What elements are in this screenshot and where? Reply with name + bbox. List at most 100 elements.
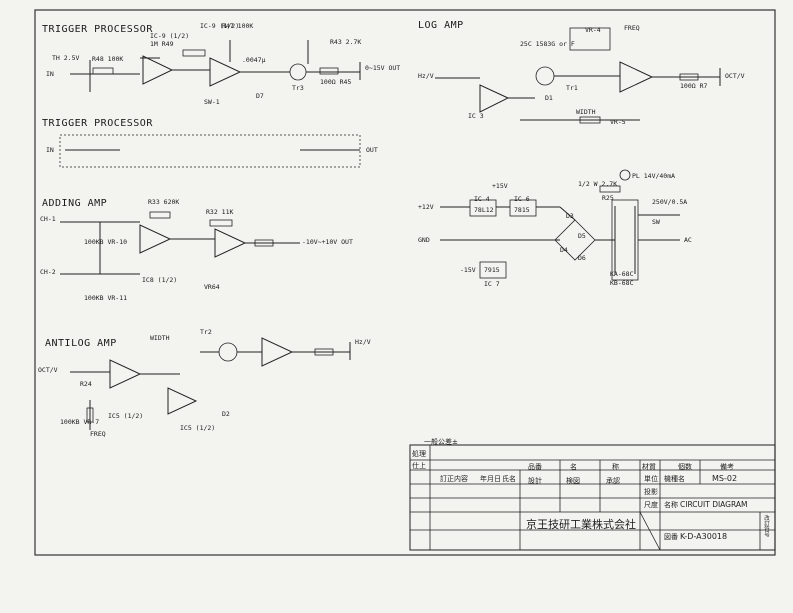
tb-material: 材質 — [642, 463, 656, 471]
transformer-label-a: KA-68C — [610, 270, 634, 278]
pilot-lamp-label: PL 14V/40mA — [632, 172, 676, 180]
port-trigger-in: IN — [46, 70, 54, 78]
tb-model: MS-02 — [712, 474, 738, 483]
label-7815: 7815 — [514, 206, 530, 214]
label-r7: 100Ω R7 — [680, 82, 708, 90]
tb-title: CIRCUIT DIAGRAM — [680, 500, 748, 509]
trigger-processor-2-circuit — [59, 134, 361, 168]
port-log-out: OCT/V — [725, 72, 745, 80]
port-antilog-out: Hz/V — [355, 338, 371, 346]
label-r49: 1M R49 — [150, 40, 174, 48]
port-ch1: CH-1 — [40, 215, 56, 223]
label-78l12: 78L12 — [474, 206, 494, 214]
label-vr64: VR64 — [204, 283, 220, 291]
label-half-w: 1/2 W 2.7K — [578, 180, 618, 188]
port-ps-minus15: -15V — [460, 266, 476, 274]
section-title-adding-amp: ADDING AMP — [42, 198, 108, 209]
label-vr10: 100KB VR-10 — [84, 238, 128, 246]
section-title-trigger-processor-2: TRIGGER PROCESSOR — [42, 118, 153, 129]
label-ic4: IC 4 — [474, 195, 490, 203]
label-r32: R32 11K — [206, 208, 234, 216]
antilog-amp-circuit — [70, 337, 351, 430]
label-sw: SW — [652, 218, 660, 226]
label-r33: R33 620K — [148, 198, 180, 206]
label-d6: D6 — [578, 254, 586, 262]
port-adding-out: -10V~+10V OUT — [302, 238, 353, 246]
tb-rev-name: 氏名 — [502, 475, 516, 483]
tb-rev-date: 年月日 — [480, 475, 501, 483]
label-7915: 7915 — [484, 266, 500, 274]
tb-count: 個数 — [678, 463, 692, 471]
tb-drawn: 設計 — [528, 477, 542, 485]
label-c2: .0047μ — [242, 56, 266, 64]
tb-projection: 投影 — [644, 488, 658, 496]
title-block-grid — [409, 444, 776, 551]
label-sw1: SW-1 — [204, 98, 220, 106]
tb-rev-content: 訂正内容 — [440, 475, 468, 483]
label-ic6: IC 6 — [514, 195, 530, 203]
tb-revision-label: 改訂符号 — [763, 515, 769, 537]
section-title-log-amp: LOG AMP — [418, 20, 464, 31]
label-th: TH 2.5V — [52, 54, 80, 62]
label-r43: R43 2.7K — [330, 38, 362, 46]
label-vr7: 100KB VR-7 — [60, 418, 100, 426]
power-supply-circuit — [440, 169, 680, 281]
tb-checked: 検図 — [566, 477, 580, 485]
label-freq-log: FREQ — [624, 24, 640, 32]
label-r48: R48 100K — [92, 55, 124, 63]
label-ic3: IC 3 — [468, 112, 484, 120]
section-title-antilog-amp: ANTILOG AMP — [45, 338, 117, 349]
label-ic8: IC8 (1/2) — [142, 276, 178, 284]
label-ic9a: IC-9 (1/2) — [150, 32, 190, 40]
label-freq-antilog: FREQ — [90, 430, 106, 438]
tb-name: 名 — [570, 463, 577, 471]
label-vr4: VR-4 — [585, 26, 601, 34]
label-ic5a: IC5 (1/2) — [108, 412, 144, 420]
label-ic9b: IC-9 (1/2) — [200, 22, 240, 30]
log-amp-circuit — [435, 27, 721, 124]
adding-amp-circuit — [60, 211, 300, 275]
label-vr11: 100KB VR-11 — [84, 294, 128, 302]
label-ic5b: IC5 (1/2) — [180, 424, 216, 432]
label-d3: D3 — [566, 212, 574, 220]
port-ch2: CH-2 — [40, 268, 56, 276]
port-trigger-out: 0~15V OUT — [365, 64, 401, 72]
tb-unit: 単位 — [644, 475, 658, 483]
tb-name-label: 名称 — [664, 501, 678, 509]
label-d5: D5 — [578, 232, 586, 240]
port-ps-gnd: GND — [418, 236, 430, 244]
tb-drawing-no: K-D-A30018 — [680, 532, 728, 541]
tb-model-label: 機種名 — [664, 475, 685, 483]
tb-drawing-no-label: 図番 — [664, 533, 678, 541]
transformer-label-b: KB-68C — [610, 279, 634, 287]
trigger-processor-1-circuit — [70, 40, 361, 92]
label-d4: D4 — [560, 246, 568, 254]
label-r45: 100Ω R45 — [320, 78, 352, 86]
tb-qty: 称 — [612, 463, 619, 471]
label-d7: D7 — [256, 92, 264, 100]
port-log-in: Hz/V — [418, 72, 434, 80]
port-trigger2-out: OUT — [366, 146, 378, 154]
label-ic7: IC 7 — [484, 280, 500, 288]
label-tr2: Tr2 — [200, 328, 212, 336]
label-r24: R24 — [80, 380, 92, 388]
sheet-border — [34, 9, 776, 556]
label-d1: D1 — [545, 94, 553, 102]
label-25c: 25C 1583G or F — [520, 40, 575, 48]
tb-item: 品番 — [528, 463, 542, 471]
tb-company: 京王技研工業株式会社 — [526, 518, 636, 531]
tb-treat: 処理 — [412, 450, 426, 458]
tb-approved: 承認 — [606, 477, 620, 485]
port-antilog-in: OCT/V — [38, 366, 58, 374]
label-tr3: Tr3 — [292, 84, 304, 92]
label-r25: R25 — [602, 194, 614, 202]
label-d2: D2 — [222, 410, 230, 418]
port-ac: AC — [684, 236, 692, 244]
label-width-antilog: WIDTH — [150, 334, 170, 342]
tb-finish: 仕上 — [412, 462, 426, 470]
tb-remarks: 備考 — [720, 463, 734, 471]
tb-scale: 尺度 — [644, 501, 658, 509]
tolerance-note: 一般公差± — [424, 438, 458, 446]
